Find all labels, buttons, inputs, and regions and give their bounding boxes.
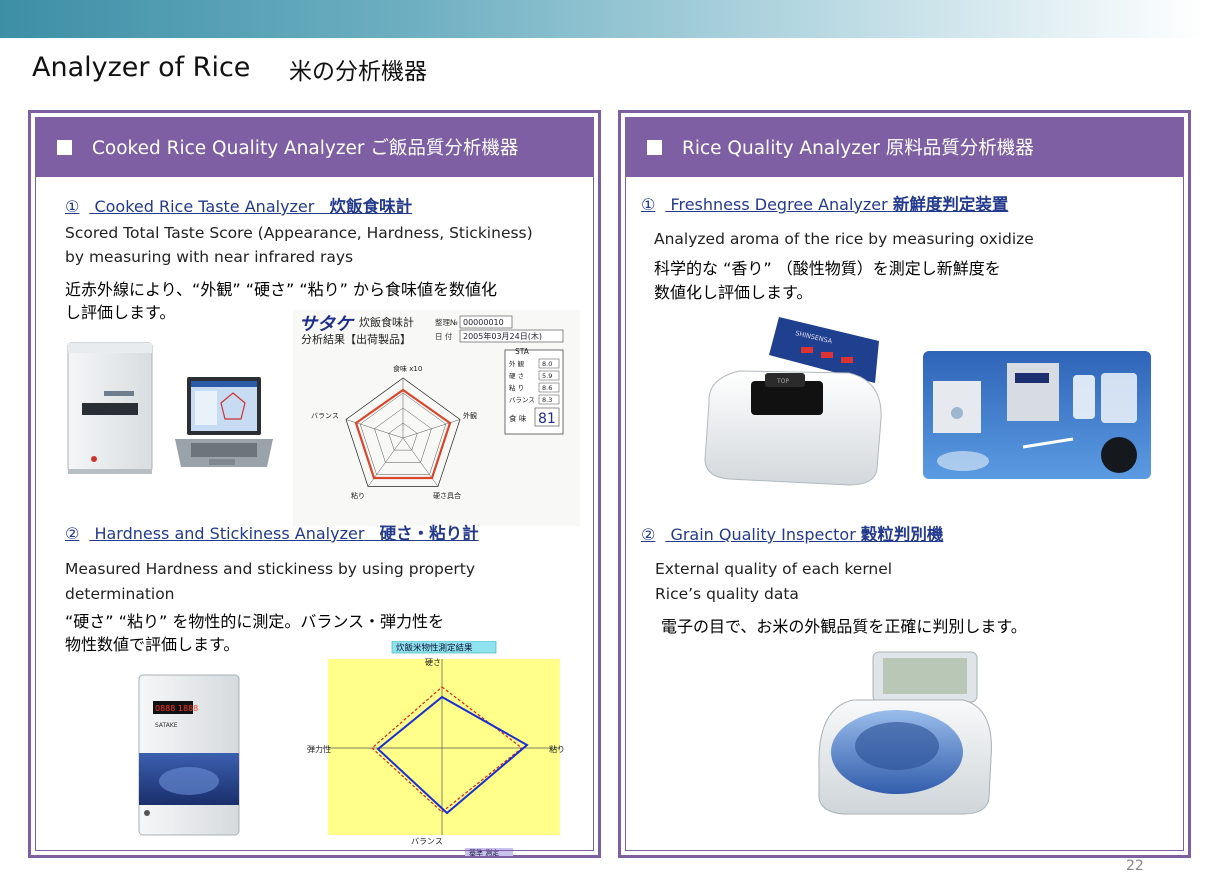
hardness-jp-line2: 物性数値で評価します。 — [65, 635, 240, 654]
report-line1: 炊飯食味計 — [359, 315, 414, 329]
sta-row-label: バランス — [509, 396, 535, 404]
property-chart-bottom-label: バランス — [411, 837, 443, 846]
radar-axis-bottom-left: 粘り — [351, 491, 365, 500]
freshness-analyzer-device-image: SHINSENSA TOP — [704, 317, 882, 486]
freshness-analyzer-heading: ① Freshness Degree Analyzer 新鮮度判定装置 — [641, 191, 1008, 215]
hardness-desc-line1: Measured Hardness and stickiness by usin… — [65, 560, 476, 578]
property-chart-title: 炊飯米物性測定結果 — [396, 643, 473, 654]
report-date-label: 日 付 — [435, 331, 453, 341]
grain-desc-line2: Rice’s quality data — [655, 585, 799, 603]
taste-analyzer-heading-jp: 炊飯食味計 — [329, 197, 413, 216]
taste-jp-line1: 近赤外線により、“外観” “硬さ” “粘り” から食味値を数値化 — [65, 280, 498, 299]
taste-jp-line2: し評価します。 — [65, 303, 176, 322]
item-number: ② — [65, 524, 80, 543]
grain-inspector-device-image — [818, 651, 992, 815]
cooked-rice-panel-title: Cooked Rice Quality Analyzer ご飯品質分析機器 — [92, 138, 519, 159]
property-chart-footer: 基準 測定 — [469, 848, 499, 856]
grain-inspector-heading-en: Grain Quality Inspector — [670, 525, 856, 544]
device-display: 0888 1888 — [155, 704, 198, 713]
rice-quality-panel-title: Rice Quality Analyzer 原料品質分析機器 — [682, 138, 1034, 159]
score-value: 81 — [538, 411, 556, 427]
laptop-image — [175, 377, 273, 467]
square-bullet-icon — [57, 139, 72, 155]
freshness-analyzer-heading-en: Freshness Degree Analyzer — [670, 195, 888, 214]
sta-row-value: 5.9 — [542, 372, 552, 380]
hardness-analyzer-heading-jp: 硬さ・粘り計 — [379, 524, 479, 543]
grain-inspector-heading-jp: 穀粒判別機 — [860, 525, 944, 544]
freshness-tray-label: TOP — [776, 378, 789, 385]
sta-row-label: 外 観 — [509, 359, 525, 368]
freshness-jp-line1: 科学的な “香り” （酸性物質）を測定し新鮮度を — [654, 259, 1001, 278]
page-title: Analyzer of Rice — [32, 52, 251, 83]
item-number: ① — [65, 197, 80, 216]
report-line2: 分析結果【出荷製品】 — [301, 332, 411, 346]
taste-desc-line1: Scored Total Taste Score (Appearance, Ha… — [65, 224, 533, 242]
property-chart-right-label: 粘り — [549, 744, 565, 754]
report-id-label: 整理№ — [435, 317, 458, 327]
sta-row-label: 粘 り — [509, 383, 524, 392]
radar-axis-top: 食味 x10 — [393, 364, 422, 373]
hardness-analyzer-heading: ② Hardness and Stickiness Analyzer 硬さ・粘り… — [65, 520, 479, 544]
sta-row-label: 硬 さ — [509, 372, 524, 380]
sta-label: STA — [515, 347, 530, 356]
item-number: ② — [641, 525, 656, 544]
rice-quality-panel-header: Rice Quality Analyzer 原料品質分析機器 — [625, 117, 1184, 177]
sta-row: バランス 8.3 — [509, 394, 560, 405]
cooked-rice-panel: Cooked Rice Quality Analyzer ご飯品質分析機器 ① … — [28, 110, 601, 858]
radar-axis-right: 外観 — [463, 411, 477, 420]
lab-equipment-image — [923, 351, 1151, 479]
grain-inspector-heading: ② Grain Quality Inspector 穀粒判別機 — [641, 521, 943, 545]
score-label: 食 味 — [509, 413, 527, 423]
taste-desc-line2: by measuring with near infrared rays — [65, 248, 354, 266]
taste-analyzer-heading: ① Cooked Rice Taste Analyzer 炊飯食味計 — [65, 193, 412, 217]
square-bullet-icon — [647, 139, 662, 155]
hardness-jp-line1: “硬さ” “粘り” を物性的に測定。バランス・弾力性を — [65, 612, 445, 631]
sta-row-value: 8.3 — [542, 396, 552, 404]
hardness-desc-line2: determination — [65, 585, 175, 603]
hardness-analyzer-device-image: 0888 1888 SATAKE — [138, 674, 240, 836]
freshness-desc-line1: Analyzed aroma of the rice by measuring … — [654, 230, 1034, 248]
item-number: ① — [641, 195, 656, 214]
property-chart-left-label: 弾力性 — [307, 744, 331, 754]
top-gradient-bar — [0, 0, 1205, 38]
radar-axis-bottom-right: 硬さ具合 — [433, 491, 461, 500]
page-number: 22 — [1126, 858, 1144, 874]
taste-analyzer-device-image — [67, 342, 153, 474]
freshness-analyzer-heading-jp: 新鮮度判定装置 — [892, 195, 1009, 214]
sta-row-value: 8.6 — [542, 384, 552, 392]
hardness-analyzer-heading-en: Hardness and Stickiness Analyzer — [94, 524, 365, 543]
page-title-jp: 米の分析機器 — [289, 59, 427, 85]
grain-desc-line1: External quality of each kernel — [655, 560, 893, 578]
grain-jp-line1: 電子の目で、お米の外観品質を正確に判別します。 — [661, 617, 1027, 636]
sta-row: 外 観 8.0 — [509, 358, 560, 369]
device-brand: SATAKE — [155, 722, 178, 729]
report-date-value: 2005年03月24日(木) — [463, 331, 542, 341]
property-chart-top-label: 硬さ — [425, 658, 441, 667]
taste-analyzer-heading-en: Cooked Rice Taste Analyzer — [94, 197, 315, 216]
report-id-value: 00000010 — [463, 318, 504, 327]
sta-row: 硬 さ 5.9 — [509, 370, 560, 381]
cooked-rice-panel-header: Cooked Rice Quality Analyzer ご飯品質分析機器 — [35, 117, 594, 177]
radar-axis-left: バランス — [311, 412, 339, 420]
property-chart-image: 炊飯米物性測定結果 硬さ 粘り 弾力性 バランス 基準 測定 — [307, 641, 565, 856]
report-logo: サタケ — [299, 314, 355, 335]
taste-report-image: サタケ 炊飯食味計 分析結果【出荷製品】 整理№ 00000010 日 付 20… — [293, 310, 580, 526]
freshness-jp-line2: 数値化し評価します。 — [654, 283, 813, 302]
rice-quality-panel: Rice Quality Analyzer 原料品質分析機器 ① Freshne… — [618, 110, 1191, 858]
sta-row: 粘 り 8.6 — [509, 382, 560, 393]
sta-row-value: 8.0 — [542, 360, 552, 368]
